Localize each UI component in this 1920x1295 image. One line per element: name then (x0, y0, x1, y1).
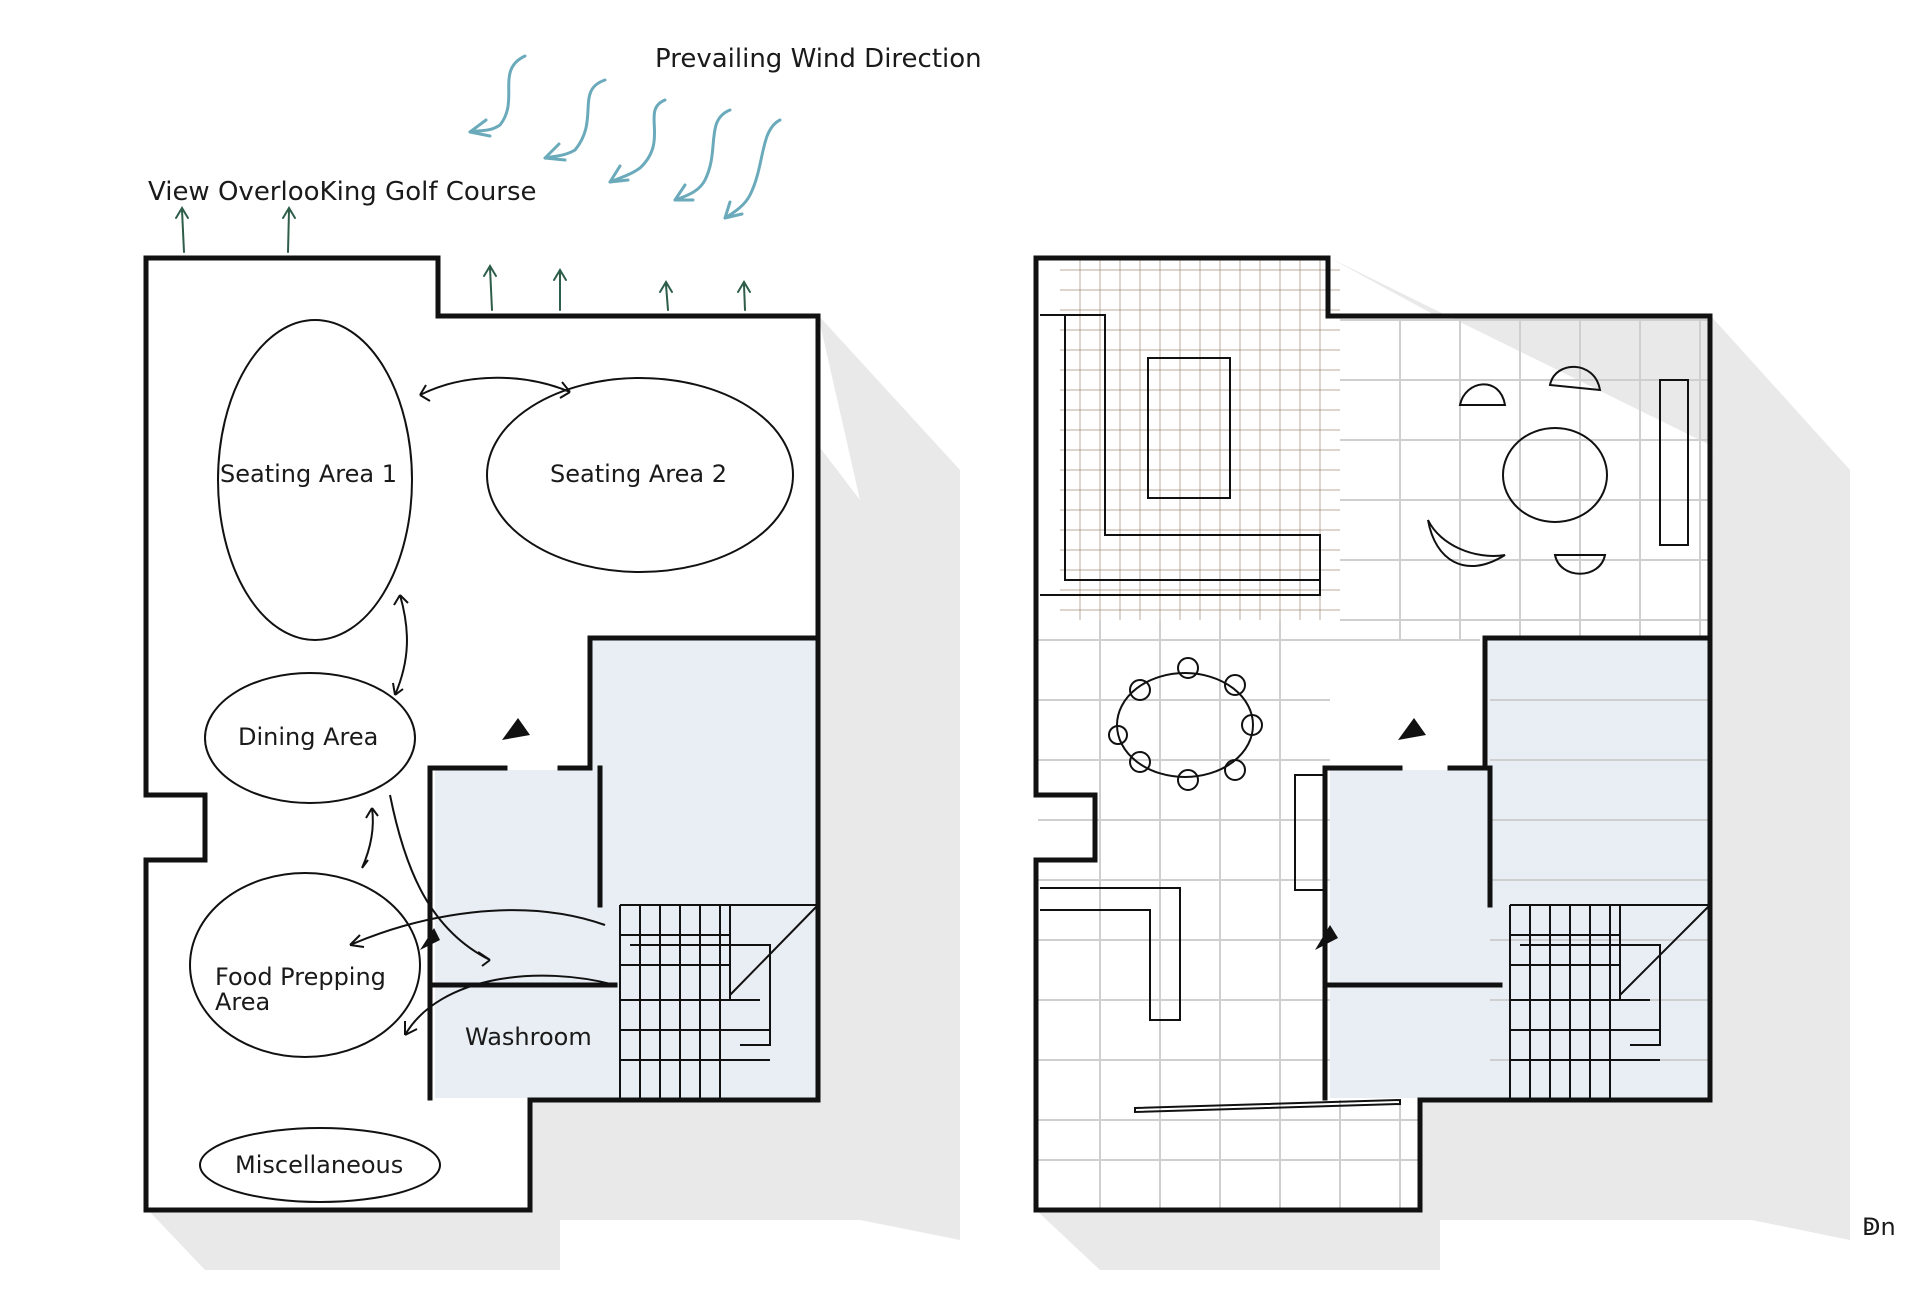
lounge-sofa-set (1040, 314, 1321, 596)
right-plan-shadow (1036, 445, 1752, 1270)
kitchen-counter (1040, 887, 1181, 1021)
dining-area-label: Dining Area (238, 723, 378, 751)
door-marker-icon (1398, 718, 1426, 740)
miscellaneous-label: Miscellaneous (235, 1151, 403, 1179)
seating-area-1-bubble (217, 319, 413, 641)
seating-area-2-label: Seating Area 2 (550, 460, 727, 488)
right-stairs (1509, 904, 1711, 1098)
door-marker-icon (502, 718, 530, 740)
view-arrows (175, 206, 751, 311)
wind-direction-label: Prevailing Wind Direction (655, 44, 982, 74)
left-plan: Seating Area 1 Seating Area 2 Dining Are… (143, 255, 960, 1270)
floor-tile-grid (1038, 319, 1711, 1210)
door-marker-icon (420, 928, 440, 950)
dining-area-bubble (204, 672, 416, 804)
wind-arrows (468, 54, 782, 220)
sliding-partition (1134, 1098, 1401, 1114)
dining-table-set (1108, 657, 1263, 791)
food-prepping-label: Food Prepping (215, 963, 386, 991)
right-plan-walls (1033, 255, 1713, 1213)
left-plan-shadow (148, 445, 860, 1270)
left-stairs (619, 904, 819, 1098)
coffee-table (1147, 357, 1231, 499)
food-prepping-label-line2: Area (215, 988, 270, 1016)
seating-area-2-bubble (486, 377, 794, 573)
bench (1659, 379, 1689, 546)
brown-tile-grid (1060, 260, 1340, 620)
side-counter (1294, 774, 1326, 891)
view-golf-course-label: View OverlooKing Golf Course (148, 177, 537, 207)
round-table-set (1427, 365, 1689, 575)
dining-table (1116, 672, 1254, 778)
north-marker: ↁn (1862, 1213, 1896, 1241)
left-plan-walls (143, 255, 821, 1213)
miscellaneous-bubble (199, 1127, 441, 1203)
food-prepping-bubble (189, 872, 421, 1058)
circulation-arrows (349, 376, 616, 1036)
right-plan (1033, 255, 1850, 1270)
washroom-label: Washroom (465, 1023, 592, 1051)
round-table (1502, 427, 1608, 523)
door-marker-icon (1315, 925, 1338, 950)
seating-area-1-label: Seating Area 1 (220, 460, 397, 488)
